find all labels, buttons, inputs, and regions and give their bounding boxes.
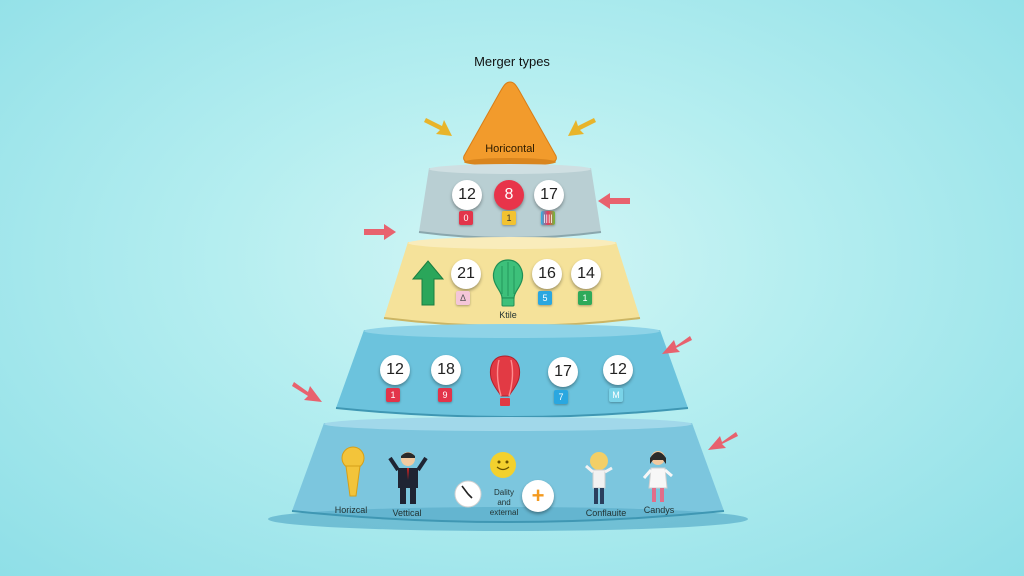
clock-icon [454,480,482,508]
tier2-tag: 1 [578,291,592,305]
up-arrow-icon [411,260,445,306]
tier3-badge: 18 [431,355,461,385]
apex-cone [463,81,557,166]
arrow-icon [708,432,738,450]
hot-air-balloon-icon [489,355,521,406]
tier1-tag: |||| [541,211,555,225]
tier4-label: Candys [643,505,675,515]
tier3-tag: 9 [438,388,452,402]
plus-icon: + [522,480,554,512]
tier3-badge: 17 [548,357,578,387]
tier1-tag: 1 [502,211,516,225]
apex-label: Horicontal [485,143,535,155]
tier4-label: Vettical [392,508,422,518]
tier1-badge: 8 [494,180,524,210]
tier2-badge: 16 [532,259,562,289]
arrow-icon [364,224,396,240]
tier2-tag: Δ [456,291,470,305]
businessman-icon [388,452,428,504]
center-text-2: and [497,498,511,507]
tier3-tag: 1 [386,388,400,402]
tier3-tag: 7 [554,390,568,404]
center-text-1: Dality [493,488,514,497]
arrow-icon [292,382,322,402]
smiley-icon [490,452,516,478]
tier2-caption: Ktile [499,310,517,320]
person-girl-icon [642,451,673,502]
diagram-title: Merger types [474,54,550,69]
torch-icon [341,446,365,497]
tier3-badge: 12 [603,355,633,385]
tier1-tag: 0 [459,211,473,225]
person-blonde-icon [585,452,613,504]
center-text-3: external [489,508,519,517]
tier3-badge: 12 [380,355,410,385]
arrow-icon [598,193,630,209]
tier4-label: Horizcal [334,505,368,515]
arrow-icon [662,336,692,354]
tier3-tag: M [609,388,623,402]
tier2-badge: 21 [451,259,481,289]
tier2-badge: 14 [571,259,601,289]
arrow-icon [568,118,596,136]
arrow-icon [424,118,452,136]
tier2-tag: 5 [538,291,552,305]
tier1-badge: 12 [452,180,482,210]
tier1-badge: 17 [534,180,564,210]
tier4-label: Conflauite [585,508,627,518]
lightbulb-icon [492,259,524,307]
